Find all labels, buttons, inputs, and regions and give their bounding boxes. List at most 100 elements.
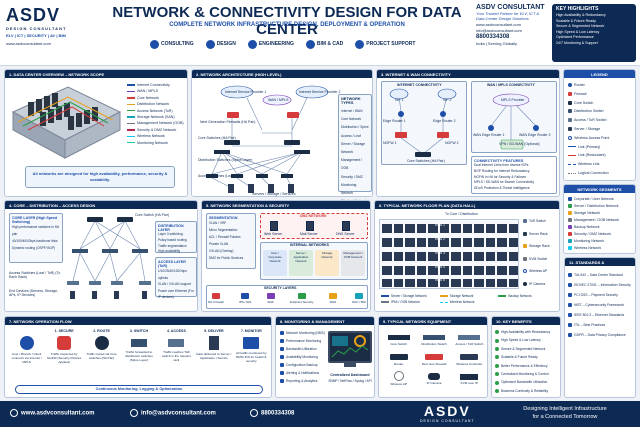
core-layer-title: CORE LAYER (High Speed Switching) — [12, 216, 58, 224]
legend-item: Monitoring Network — [341, 182, 357, 196]
legend-item: Server / Storage Network — [381, 293, 440, 299]
router-icon — [94, 336, 109, 350]
footer-slogan: Designing Intelligent Infrastructure for… — [500, 405, 630, 421]
line-swatch — [127, 122, 135, 125]
switch-icon — [130, 339, 147, 347]
footer-email[interactable]: info@asdvconsultant.com — [130, 409, 216, 417]
overview-legend: Internet Connectivity WAN / MPLS Core Ne… — [127, 82, 187, 146]
legend-router: Router — [568, 81, 631, 90]
access-item: Power over Ethernet (For IP devices) — [158, 288, 194, 300]
access-list: 1/10/25/40/100Gbps uplinks VLAN / VXLAN … — [158, 268, 194, 301]
network-types-legend: NETWORK TYPES Internet / WAN Core Networ… — [338, 94, 372, 211]
internet-wan-diagram — [389, 88, 539, 157]
highlight-item: Secure & Segmented Network — [556, 24, 605, 28]
architecture-diagram — [206, 85, 329, 193]
header-website[interactable]: www.asdvconsultant.com — [6, 41, 51, 46]
legend-link-redundant: Link (Redundant) — [568, 151, 631, 160]
wireless-ap-icon — [393, 371, 404, 381]
monitor-stand — [344, 363, 356, 367]
benefits-list: High Availability with Redundancy High S… — [492, 325, 560, 398]
benefit-item: Centralized Monitoring & Control — [495, 370, 557, 378]
brand-card: ASDV CONSULTANT Your Trusted Partner for… — [476, 4, 548, 46]
page-title: NETWORK & CONNECTIVITY DESIGN FOR DATA C… — [112, 4, 462, 38]
seg-item: Private VLAN — [209, 242, 229, 246]
side-item: IP Camera — [523, 278, 559, 291]
legend-item: Monitoring Network — [127, 140, 187, 146]
slogan-line: Designing Intelligent Infrastructure — [523, 406, 607, 412]
panel-title: 5. NETWORK SEGMENTATION & SECURITY — [202, 201, 370, 209]
line-swatch — [127, 116, 135, 118]
legend-item: Storage Network — [439, 293, 499, 299]
panel-title: 3. INTERNET & WAN CONNECTIVITY — [377, 70, 559, 78]
mail-server-icon — [306, 221, 314, 231]
brand-phone[interactable]: 8800334308 — [476, 34, 510, 40]
isp2-label: Internet Service Provider 2 — [299, 90, 341, 94]
legend-item: WAN / MPLS — [127, 88, 187, 94]
footer-website[interactable]: www.asdvconsultant.com — [10, 409, 94, 417]
benefit-item: High Availability with Redundancy — [495, 328, 557, 336]
monitoring-item: Configuration Backup — [280, 361, 326, 369]
side-item: Wireless AP — [523, 265, 559, 278]
security-layers-box — [206, 285, 368, 309]
legend-list: Router Firewall Core Switch Distribution… — [564, 78, 635, 181]
web-server-label: Web Server — [264, 232, 283, 236]
dist-item: Traffic segmentation — [158, 243, 187, 248]
slogan-line: for a Connected Tomorrow — [532, 414, 598, 420]
brand-email[interactable]: info@asdvconsultant.com — [476, 28, 522, 33]
legend-item: Core Network — [127, 95, 187, 101]
service-list: CONSULTING DESIGN ENGINEERING BIM & CAD … — [150, 35, 415, 53]
to-core-label: To Core / Distribution — [445, 212, 478, 216]
line-swatch — [127, 90, 135, 93]
side-item: Storage Rack — [523, 240, 559, 253]
security-item: PAM — [328, 293, 337, 304]
seg-item: VXLAN (Overlay) — [209, 249, 234, 253]
row-label: Row 1 — [435, 223, 445, 227]
floor-plan-side-legend: ToR Switch Server Rack Storage Rack KVM … — [523, 215, 559, 290]
mail-server-label: Mail Server — [300, 232, 318, 236]
page-subtitle: COMPLETE NETWORK INFRASTRUCTURE DESIGN, … — [169, 22, 405, 28]
footer-logo-subtitle: DESIGN CONSULTANT — [420, 419, 475, 423]
monitoring-item: Reporting & Analytics — [280, 377, 326, 385]
endpoint-icon — [297, 293, 306, 299]
brand-website[interactable]: www.asdvconsultant.com — [476, 22, 521, 27]
security-item: IPS / IDS — [239, 293, 251, 304]
distribution-title: DISTRIBUTION LAYER — [158, 224, 184, 232]
equipment-item: Wireless AP — [382, 369, 415, 386]
tor-switch-icon — [168, 339, 185, 347]
servers-label: Servers / Storage / Services — [252, 192, 296, 196]
monitoring-item: Availability Monitoring — [280, 353, 326, 361]
segmentation-title: SEGMENTATION — [209, 216, 238, 220]
legend-access: Access / ToR Switch — [568, 116, 631, 125]
equipment-item: Distribution Switch — [417, 329, 450, 346]
line-swatch — [568, 154, 576, 157]
footer-phone[interactable]: 8800334308 — [250, 409, 294, 417]
access-title: ACCESS LAYER (ToR) — [158, 260, 186, 268]
edge-router-2-label: Edge Router 2 — [433, 119, 456, 123]
highlight-item: Scalable & Future Ready — [556, 18, 596, 23]
access-layer-box: ACCESS LAYER (ToR) 1/10/25/40/100Gbps up… — [155, 257, 197, 299]
panel-segmentation: 5. NETWORK SEGMENTATION & SECURITY SEGME… — [201, 200, 371, 312]
continuous-monitoring-loop: Continuous Monitoring, Logging & Optimiz… — [15, 385, 263, 394]
legend-list: Internet / WAN Core Network Distribution… — [341, 107, 369, 214]
user-icon — [19, 336, 34, 350]
legend-link-wireless: Wireless Link — [568, 160, 631, 169]
line-swatch — [127, 103, 135, 106]
access-label: Access Switches (Leaf / ToR) — [198, 174, 244, 178]
router-icon — [568, 83, 572, 88]
legend-dist: Distribution Switch — [568, 107, 631, 116]
core-switch-icon — [387, 335, 410, 340]
row-label: Row 4 — [435, 265, 445, 269]
distribution-switch-icon — [422, 335, 445, 340]
isp1-label: ISP 1 — [395, 98, 404, 102]
security-item: WAF — [266, 293, 275, 304]
legend-item: Core Network — [341, 117, 362, 122]
features-title: CONNECTIVITY FEATURES — [474, 159, 524, 163]
edge-router-1-label: Edge Router 1 — [383, 119, 406, 123]
access-item: VLAN / VXLAN support — [158, 282, 191, 286]
distribution-label: Distribution Switches (Spine Layer) — [198, 158, 253, 162]
panel-title: NETWORK SEGMENTS — [564, 185, 635, 193]
dist-item: Layer 3 switching — [158, 232, 183, 236]
core-item: Dynamic routing (OSPF/ BGP) — [12, 246, 56, 250]
